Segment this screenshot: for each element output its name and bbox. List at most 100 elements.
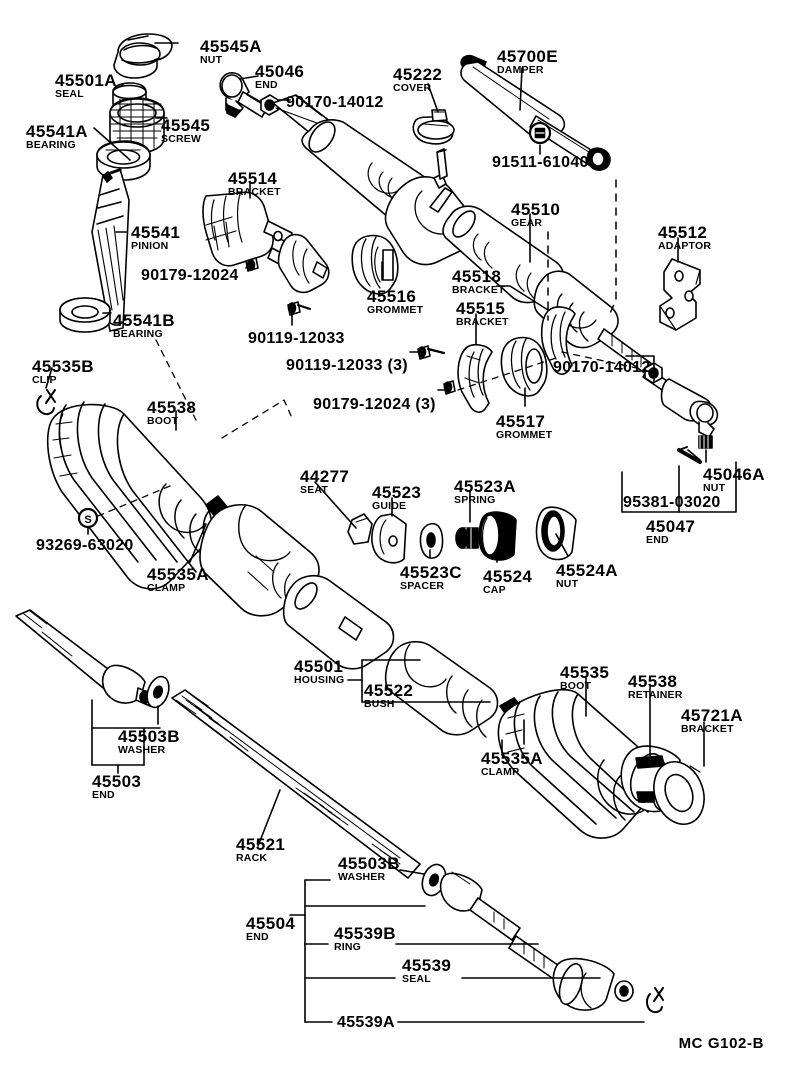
part-95381-03020-cotter-pin	[677, 446, 702, 464]
part-name: BRACKET	[452, 284, 505, 296]
part-number: 45539	[402, 956, 452, 975]
part-name: END	[92, 789, 115, 801]
part-name: HOUSING	[294, 674, 345, 686]
part-number: 45222	[393, 65, 443, 84]
part-45535b-clip	[36, 389, 56, 416]
part-name: ADAPTOR	[658, 240, 712, 252]
fastener-label-45539a: 45539A	[337, 1014, 395, 1031]
part-name: RING	[334, 941, 362, 953]
part-number: 45524	[483, 567, 533, 586]
part-45523-guide	[371, 513, 407, 564]
part-name: PINION	[131, 240, 169, 252]
part-number: 45521	[236, 835, 286, 854]
part-45541-pinion	[91, 168, 130, 332]
part-number: 45545	[161, 116, 211, 135]
part-name: SEAT	[300, 484, 329, 496]
part-number: 45541A	[26, 122, 88, 141]
part-number: 45504	[246, 914, 296, 933]
part-45046-end	[219, 72, 269, 118]
part-45514-bracket	[202, 191, 299, 273]
part-45545a-nut	[113, 33, 173, 79]
part-name: WASHER	[118, 744, 166, 756]
part-name: BEARING	[26, 139, 76, 151]
part-number: 45535B	[32, 357, 94, 376]
part-name: SPRING	[454, 494, 496, 506]
part-number: 45503B	[118, 727, 180, 746]
part-number: 45514	[228, 169, 278, 188]
part-number: 45541	[131, 223, 181, 242]
part-name: BRACKET	[456, 316, 509, 328]
part-45521-rack	[171, 689, 421, 879]
part-45700e-damper	[460, 54, 611, 171]
fastener-90119-12033-x3	[417, 345, 446, 360]
part-name: COVER	[393, 82, 432, 94]
part-45512-adaptor	[659, 258, 701, 331]
part-number: 45700E	[497, 47, 559, 66]
part-name: BUSH	[364, 698, 395, 710]
part-number: 45523A	[454, 477, 516, 496]
part-number: 45517	[496, 412, 546, 431]
part-name: CLAMP	[147, 582, 186, 594]
part-name: BRACKET	[228, 186, 281, 198]
part-45539a-clip	[646, 987, 664, 1014]
fastener-label-93269-63020: 93269-63020	[36, 537, 134, 554]
part-number: 45535	[560, 663, 610, 682]
fastener-label-91511-61040: 91511-61040	[492, 154, 589, 171]
part-number: 45523	[372, 483, 422, 502]
part-45046a-nut	[698, 435, 713, 449]
part-name: BOOT	[560, 680, 592, 692]
part-name: CLIP	[32, 374, 57, 386]
part-name: END	[646, 534, 669, 546]
part-45501-housing	[384, 640, 499, 738]
part-name: BEARING	[113, 328, 163, 340]
part-name: SEAL	[402, 973, 431, 985]
part-number: 45503B	[338, 854, 400, 873]
part-number: 45503	[92, 772, 142, 791]
part-number: 45721A	[681, 706, 743, 725]
part-45504-end	[439, 871, 634, 1011]
part-name: DAMPER	[497, 64, 544, 76]
part-number: 45523C	[400, 563, 462, 582]
part-number: 45535A	[481, 749, 543, 768]
part-name: END	[246, 931, 269, 943]
part-name: CAP	[483, 584, 506, 596]
part-45503-end	[15, 609, 153, 707]
part-45517-grommet	[500, 336, 548, 397]
part-45535-boot	[497, 688, 658, 839]
part-45538-boot	[46, 401, 213, 590]
fastener-label-90119-12033: 90119-12033	[248, 330, 345, 347]
part-number: 45516	[367, 287, 417, 306]
part-45222-cover	[412, 109, 455, 145]
